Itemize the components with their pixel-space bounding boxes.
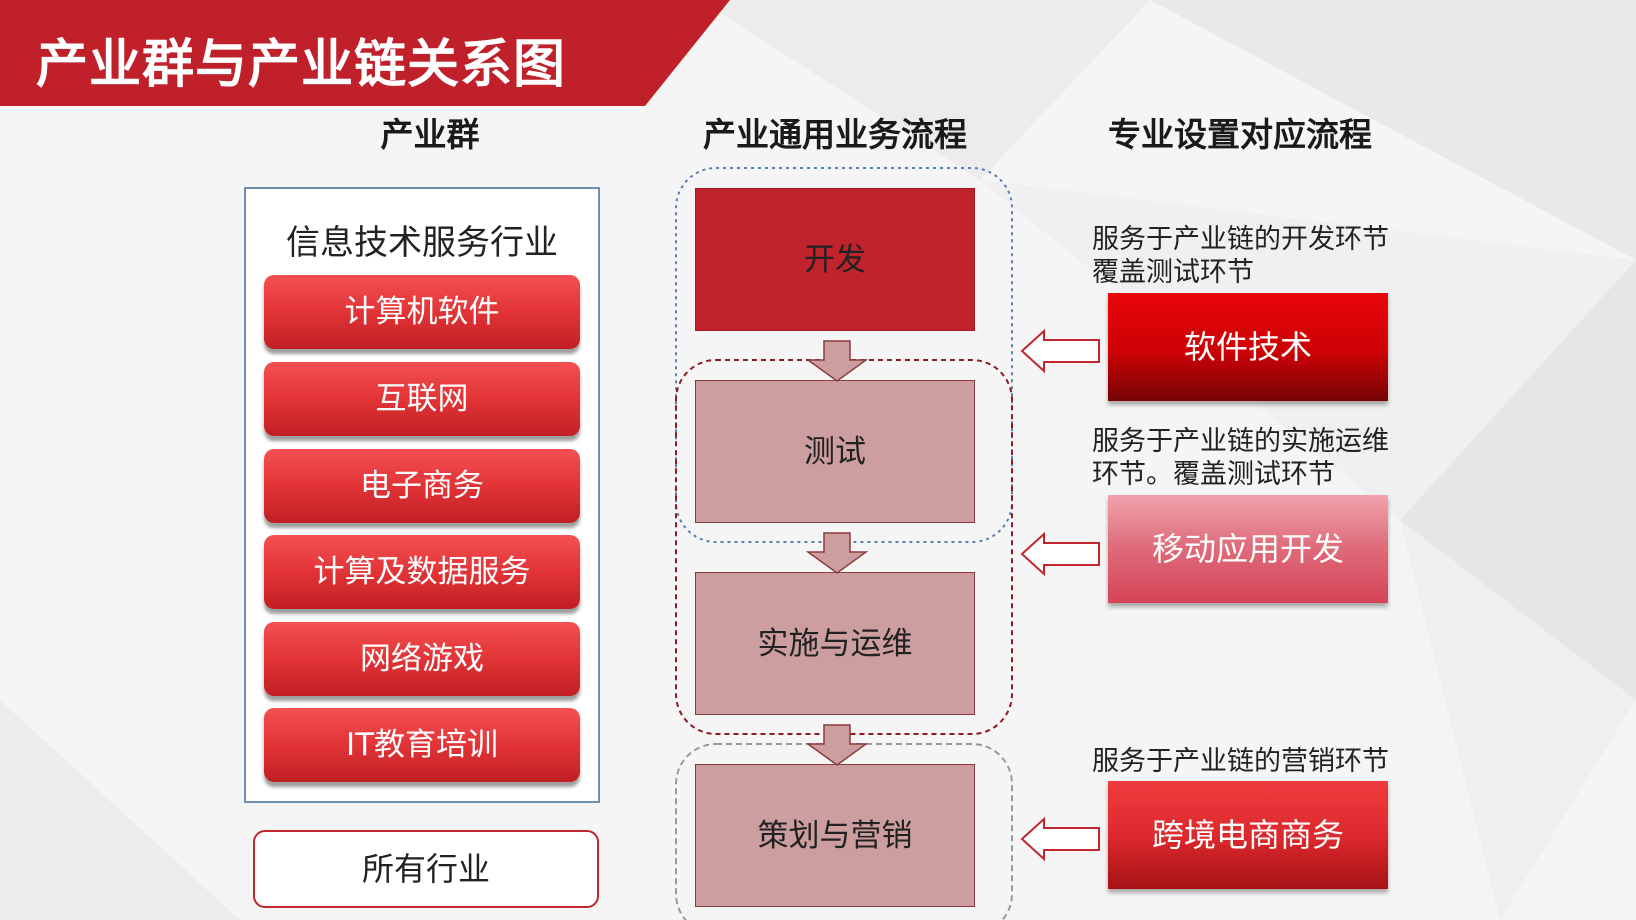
industry-item-internet[interactable]: 互联网 (264, 362, 580, 436)
industry-item-ecommerce[interactable]: 电子商务 (264, 449, 580, 523)
heading-process: 产业通用业务流程 (703, 115, 967, 154)
heading-major: 专业设置对应流程 (1108, 115, 1372, 154)
all-industries-box[interactable]: 所有行业 (253, 830, 599, 908)
major-desc-line: 覆盖测试环节 (1092, 257, 1254, 288)
major-desc-crossborder: 服务于产业链的营销环节 (1092, 745, 1389, 778)
process-step-develop[interactable]: 开发 (695, 188, 975, 331)
major-desc-line: 环节。覆盖测试环节 (1092, 459, 1335, 490)
process-step-plan-marketing[interactable]: 策划与营销 (695, 764, 975, 907)
major-desc-line: 服务于产业链的营销环节 (1092, 746, 1389, 777)
industry-item-computing-data[interactable]: 计算及数据服务 (264, 535, 580, 609)
major-software-tech[interactable]: 软件技术 (1108, 293, 1388, 401)
industry-item-it-education[interactable]: IT教育培训 (264, 708, 580, 782)
process-step-test[interactable]: 测试 (695, 380, 975, 523)
major-desc-line: 服务于产业链的开发环节 (1092, 224, 1389, 255)
heading-cluster: 产业群 (380, 115, 480, 154)
industry-panel: 信息技术服务行业 计算机软件 互联网 电子商务 计算及数据服务 网络游戏 IT教… (244, 187, 600, 803)
industry-item-online-games[interactable]: 网络游戏 (264, 622, 580, 696)
title-banner (0, 0, 730, 106)
major-cross-border-ecommerce[interactable]: 跨境电商商务 (1108, 781, 1388, 889)
industry-item-software[interactable]: 计算机软件 (264, 275, 580, 349)
industry-panel-title: 信息技术服务行业 (286, 223, 558, 263)
major-desc-line: 服务于产业链的实施运维 (1092, 426, 1389, 457)
page-title: 产业群与产业链关系图 (36, 35, 567, 95)
major-desc-software: 服务于产业链的开发环节 覆盖测试环节 (1092, 223, 1389, 289)
process-step-deploy-ops[interactable]: 实施与运维 (695, 572, 975, 715)
major-desc-mobile: 服务于产业链的实施运维 环节。覆盖测试环节 (1092, 425, 1389, 491)
major-mobile-app-dev[interactable]: 移动应用开发 (1108, 495, 1388, 603)
